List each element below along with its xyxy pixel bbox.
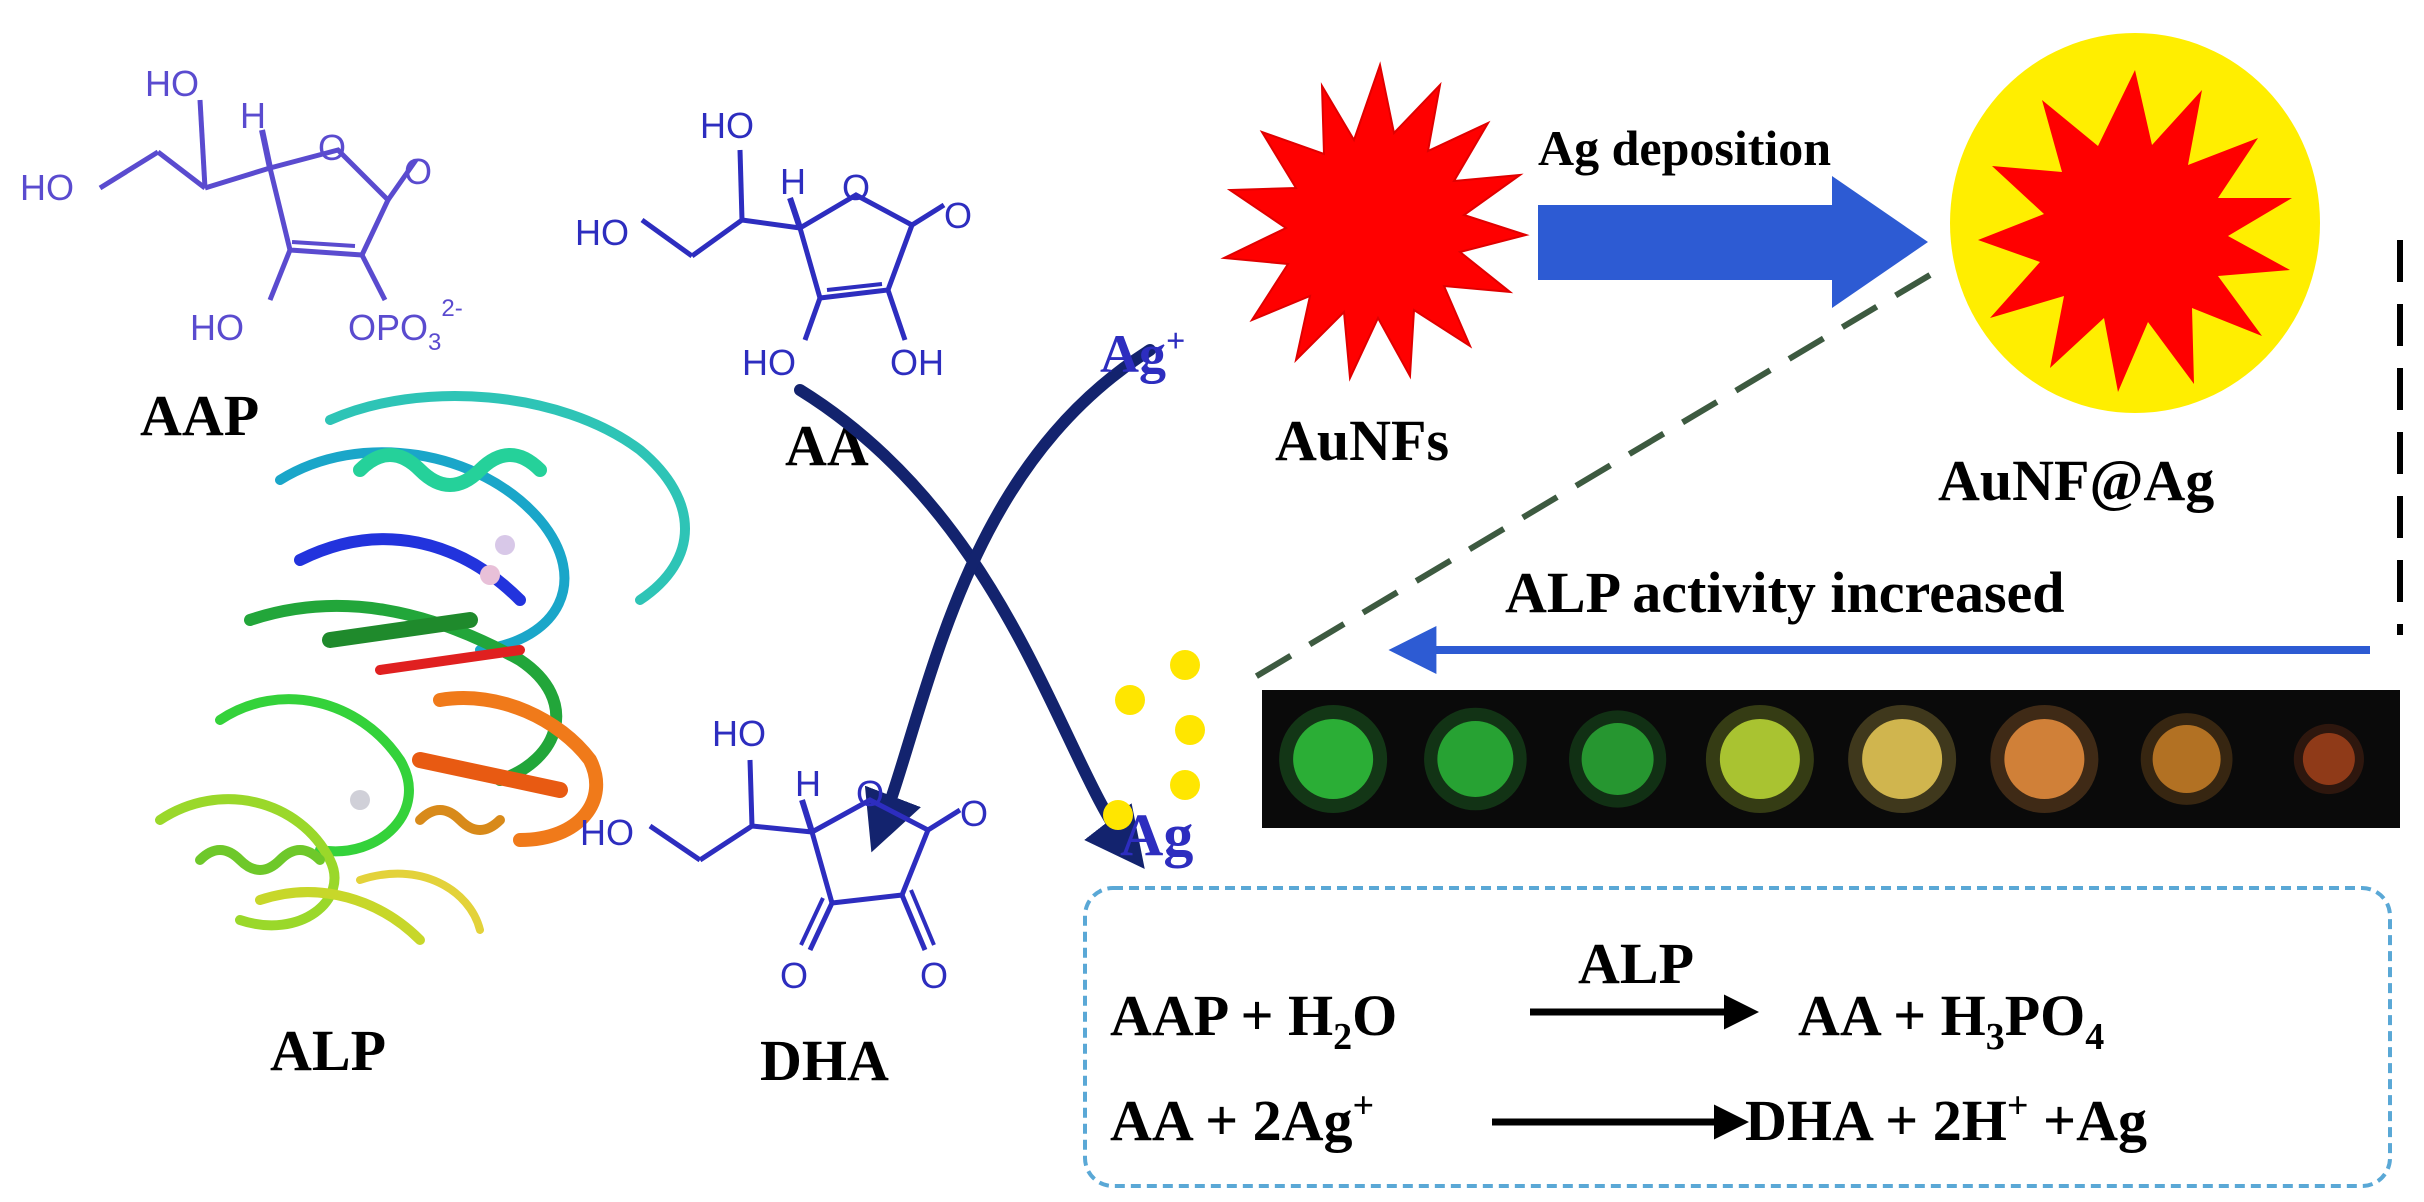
eq1-right: AA + H3PO4 xyxy=(1798,983,2104,1058)
eq1-left: AAP + H2O xyxy=(1110,983,1397,1058)
aap-atom-h: H xyxy=(240,95,266,136)
dha-atom-ho-left: HO xyxy=(580,812,634,853)
redox-curves xyxy=(794,344,1156,869)
aa-atom-o-ring: O xyxy=(842,167,870,208)
aa-atom-labels: HO HO H O O HO OH xyxy=(575,105,972,383)
darkfield-dot xyxy=(1437,721,1514,797)
dha-atom-labels: HO HO H O O O O xyxy=(580,713,988,996)
aap-atom-o-ring: O xyxy=(318,127,346,168)
darkfield-dot xyxy=(2302,733,2355,785)
aunf-ag-label: AuNF@Ag xyxy=(1938,448,2214,513)
dha-atom-o-bottom-left: O xyxy=(780,955,808,996)
dha-atom-o-bottom-right: O xyxy=(920,955,948,996)
darkfield-dot xyxy=(2152,725,2221,793)
alp-protein-structure xyxy=(155,391,690,945)
aa-atom-oh: OH xyxy=(890,342,944,383)
ag-label: Ag xyxy=(1120,802,1193,868)
aa-atom-h: H xyxy=(780,161,806,202)
aa-to-ag-curve xyxy=(794,384,1145,869)
equation-box xyxy=(1083,886,2392,1188)
dha-atom-h: H xyxy=(795,763,821,804)
dha-label: DHA xyxy=(760,1028,889,1093)
aunfs-flower xyxy=(1220,61,1530,382)
alp-label: ALP xyxy=(270,1018,386,1083)
aap-structure xyxy=(98,99,419,302)
aap-atom-ho-bottom: HO xyxy=(190,307,244,348)
aap-atom-ho-left: HO xyxy=(20,167,74,208)
dha-structure xyxy=(648,759,962,952)
aunf-ag-core-flower xyxy=(1978,70,2292,392)
ag-nanoparticles xyxy=(1103,650,1205,830)
darkfield-dot xyxy=(1719,719,1800,799)
aa-atom-ho-top: HO xyxy=(700,105,754,146)
eq2-right: DHA + 2H+ +Ag xyxy=(1745,1085,2147,1153)
dha-atom-o-carbonyl: O xyxy=(960,793,988,834)
alp-activity-label: ALP activity increased xyxy=(1505,560,2065,625)
aap-atom-labels: HO HO H O O HO OPO32- xyxy=(20,63,463,356)
darkfield-dot xyxy=(2004,719,2085,799)
aap-atom-o-carbonyl: O xyxy=(404,151,432,192)
darkfield-dot-row xyxy=(1279,705,2364,813)
agplus-to-dha-curve xyxy=(864,344,1156,853)
aa-atom-ho-left: HO xyxy=(575,212,629,253)
eq2-left: AA + 2Ag+ xyxy=(1110,1085,1374,1153)
aa-structure xyxy=(640,149,946,341)
zoom-dashed-line-diagonal xyxy=(1248,272,1932,683)
dha-atom-o-ring: O xyxy=(856,773,884,814)
darkfield-dot xyxy=(1862,719,1943,799)
dha-atom-ho-top: HO xyxy=(712,713,766,754)
eq1-arrow-label: ALP xyxy=(1578,931,1694,996)
darkfield-dot xyxy=(1293,719,1374,799)
ag-ion-label: Ag+ xyxy=(1100,323,1185,384)
ag-deposition-arrow xyxy=(1538,176,1928,308)
aunfs-label: AuNFs xyxy=(1275,408,1449,473)
ag-deposition-label: Ag deposition xyxy=(1538,120,1831,176)
aap-label: AAP xyxy=(140,383,259,448)
aap-atom-ho-top: HO xyxy=(145,63,199,104)
darkfield-dot xyxy=(1581,723,1654,795)
aa-atom-o-carbonyl: O xyxy=(944,195,972,236)
aap-atom-opo3: OPO32- xyxy=(348,295,463,356)
aa-atom-ho-bottom: HO xyxy=(742,342,796,383)
